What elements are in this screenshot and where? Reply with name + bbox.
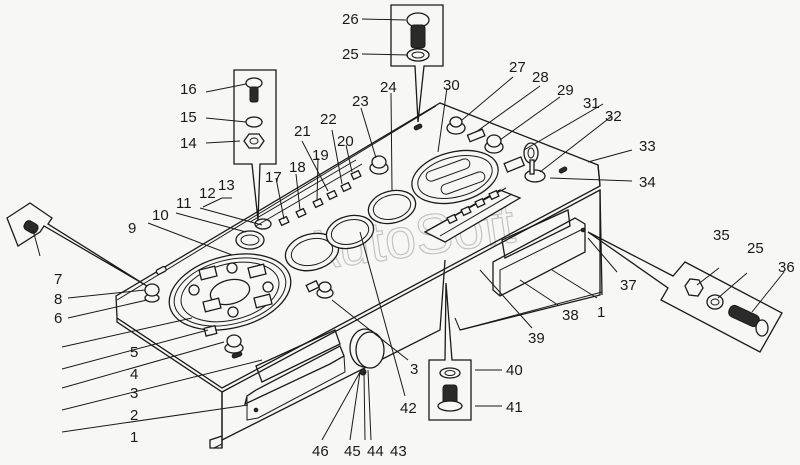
callout-21: 21 [294, 123, 311, 140]
callout-13: 13 [218, 177, 235, 194]
cover-cap [349, 328, 385, 376]
callout-19: 19 [312, 147, 329, 164]
right-controls [369, 116, 568, 183]
callout-27: 27 [509, 59, 526, 76]
callout-31: 31 [583, 95, 600, 112]
callout-32: 32 [605, 108, 622, 125]
callout-26: 26 [342, 11, 359, 28]
callout-6: 6 [54, 310, 62, 327]
indicator-lamp [188, 262, 274, 318]
callout-43: 43 [390, 443, 407, 460]
callout-25-right: 25 [747, 240, 764, 257]
callout-33: 33 [639, 138, 656, 155]
callout-15: 15 [180, 109, 197, 126]
small-fittings [144, 218, 334, 359]
callout-2: 2 [130, 407, 138, 424]
leader-lines [32, 18, 785, 441]
callout-12: 12 [199, 185, 216, 202]
callout-41: 41 [506, 399, 523, 416]
callout-24: 24 [380, 79, 397, 96]
callout-30: 30 [443, 77, 460, 94]
inset-screw-25-26 [390, 4, 444, 123]
callout-17: 17 [265, 169, 282, 186]
callout-39: 39 [528, 330, 545, 347]
callout-14: 14 [180, 135, 197, 152]
callout-40: 40 [506, 362, 523, 379]
callout-38: 38 [562, 307, 579, 324]
warning-lamp-strip [249, 159, 363, 227]
combination-gauge [411, 149, 499, 205]
callout-1: 1 [130, 429, 138, 446]
callout-1-right: 1 [597, 304, 605, 321]
callout-37: 37 [620, 277, 637, 294]
callout-20: 20 [337, 133, 354, 150]
callout-34: 34 [639, 174, 656, 191]
callout-10: 10 [152, 207, 169, 224]
callout-3-right: 3 [410, 361, 418, 378]
inset-screw-40-41 [428, 282, 472, 421]
callout-5: 5 [130, 344, 138, 361]
callout-16: 16 [180, 81, 197, 98]
callout-28: 28 [532, 69, 549, 86]
inset-fastener-14-16 [233, 69, 277, 221]
callout-18: 18 [289, 159, 306, 176]
front-handle-right [492, 209, 586, 297]
callout-29: 29 [557, 82, 574, 99]
switch-block [423, 187, 522, 243]
inset-fastener-35-36 [587, 231, 783, 353]
callout-3: 3 [130, 385, 138, 402]
callout-labels: 1 2 3 4 5 6 7 8 9 10 11 12 13 14 15 16 1… [54, 11, 795, 460]
callout-7: 7 [54, 271, 62, 288]
callout-44: 44 [367, 443, 384, 460]
inset-bolt-7 [6, 202, 148, 287]
callout-45: 45 [344, 443, 361, 460]
callout-23: 23 [352, 93, 369, 110]
front-handle-left [244, 329, 346, 421]
callout-35: 35 [713, 227, 730, 244]
callout-4: 4 [130, 366, 138, 383]
callout-8: 8 [54, 291, 62, 308]
callout-42: 42 [400, 400, 417, 417]
callout-36: 36 [778, 259, 795, 276]
round-indicator-cluster [168, 253, 292, 331]
callout-46: 46 [312, 443, 329, 460]
callout-11: 11 [176, 195, 192, 212]
callout-25-top: 25 [342, 46, 359, 63]
gauge-small [284, 232, 340, 272]
gauge-large [367, 189, 417, 225]
callout-22: 22 [320, 111, 337, 128]
callout-9: 9 [128, 220, 136, 237]
